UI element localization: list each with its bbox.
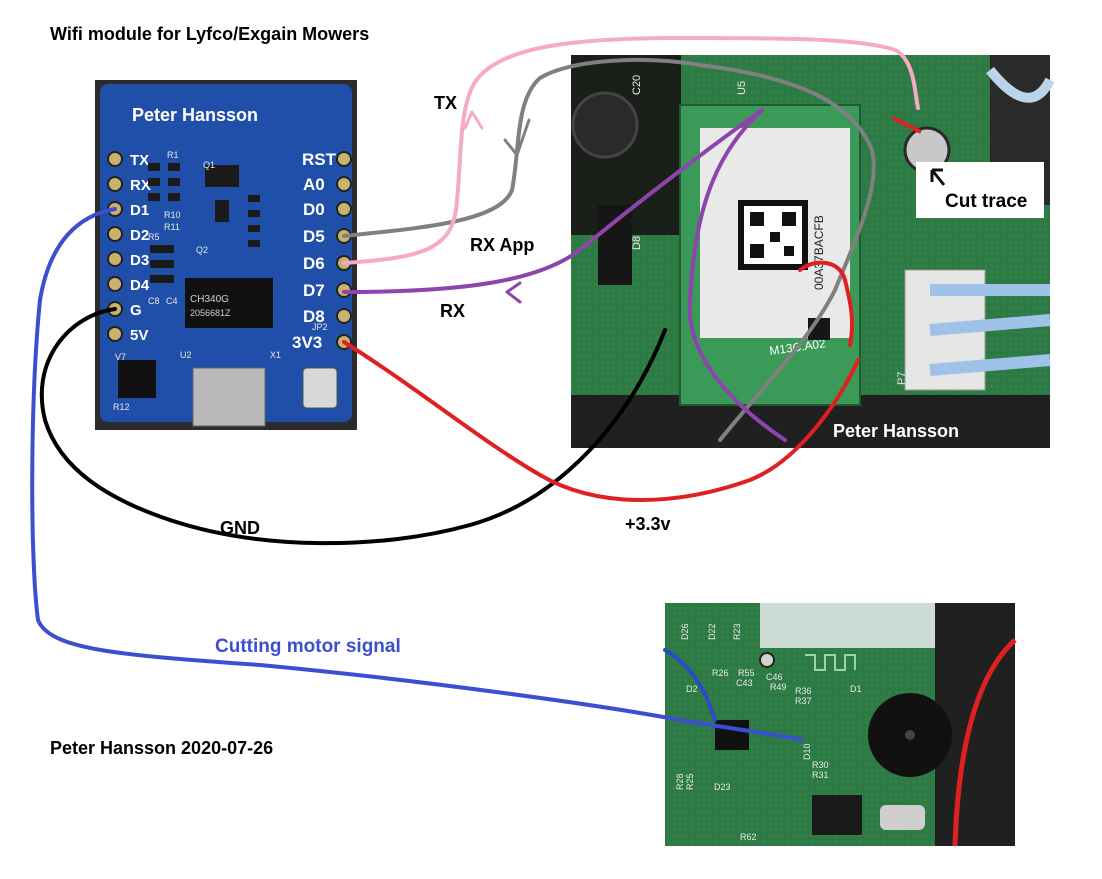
svg-text:R10: R10 [164,210,181,220]
svg-text:U2: U2 [180,350,192,360]
svg-text:U5: U5 [736,81,748,95]
motor-silkscreen: D26 D22 R23 R26 R55 C43 R49 C46 R36 R37 … [675,623,862,842]
svg-text:D2: D2 [686,684,698,694]
svg-text:R11: R11 [164,222,180,232]
svg-text:R26: R26 [712,668,729,678]
power-label: +3.3v [625,514,671,534]
mower-qr-code [738,200,808,270]
wire-labels: TX RX App RX GND +3.3v [220,93,671,538]
rx-wire [342,57,876,442]
svg-text:D10: D10 [802,743,812,760]
svg-text:D8: D8 [631,236,643,250]
gnd-label: GND [220,518,260,538]
svg-text:D26: D26 [680,623,690,640]
svg-text:5V: 5V [130,327,148,344]
cut-trace-label: Cut trace [945,191,1027,212]
svg-text:C46: C46 [766,672,783,682]
rx-app-wire [342,108,764,294]
mower-board-photo: 00A37BACFB M13C.A02 C20 U5 D8 P7 Peter H… [571,55,1055,448]
svg-text:D1: D1 [850,684,862,694]
svg-text:D3: D3 [130,252,149,269]
svg-text:D22: D22 [707,623,717,640]
footer-credit: Peter Hansson 2020-07-26 [50,738,274,758]
svg-text:X1: X1 [270,350,281,360]
usb-serial-chip [185,278,273,328]
chip-subtext: 2056681Z [190,308,231,318]
wires [30,36,920,742]
svg-text:R25: R25 [685,773,695,790]
svg-text:R28: R28 [675,773,685,790]
svg-text:D8: D8 [303,307,325,326]
svg-text:Q1: Q1 [203,160,215,170]
svg-text:R31: R31 [812,770,829,780]
cut-trace-mark [892,116,922,134]
svg-text:D4: D4 [130,277,150,294]
wifi-module-board: Peter Hansson TX RX D1 D2 D3 D4 G 5V [95,80,357,430]
svg-text:C4: C4 [166,296,178,306]
svg-text:D2: D2 [130,227,149,244]
svg-text:R1: R1 [167,150,179,160]
module-author-text: Peter Hansson [132,105,258,125]
svg-text:R62: R62 [740,832,757,842]
svg-text:C8: C8 [148,296,160,306]
module-silkscreen: R1 R10 R11 R5 Q1 Q2 C8 C4 V7 X1 U2 R12 J… [113,150,328,412]
svg-text:D7: D7 [303,281,325,300]
module-components [148,163,260,283]
svg-text:R23: R23 [732,623,742,640]
svg-text:R36: R36 [795,686,812,696]
svg-text:D0: D0 [303,200,325,219]
mower-qr-text: 00A37BACFB [812,215,826,290]
svg-text:R5: R5 [148,232,160,242]
svg-text:D23: D23 [714,782,731,792]
svg-text:R37: R37 [795,696,812,706]
tx-wire [342,36,920,265]
svg-text:R30: R30 [812,760,829,770]
svg-text:D1: D1 [130,202,149,219]
micro-usb-port [192,367,266,427]
svg-text:G: G [130,302,142,319]
signal-wire [30,207,804,742]
right-pin-labels: RST A0 D0 D5 D6 D7 D8 3V3 [292,150,337,352]
tx-label: TX [434,93,457,113]
svg-text:P7: P7 [896,372,908,385]
mower-author-text: Peter Hansson [833,421,959,441]
chip-text: CH340G [190,294,229,305]
page-title: Wifi module for Lyfco/Exgain Mowers [50,24,370,44]
svg-text:A0: A0 [303,175,325,194]
gnd-wire [39,307,667,546]
svg-text:D5: D5 [303,227,325,246]
motor-board-photo: D26 D22 R23 R26 R55 C43 R49 C46 R36 R37 … [665,603,1017,847]
svg-text:C43: C43 [736,678,753,688]
power-wire [342,340,860,502]
svg-text:R49: R49 [770,682,787,692]
svg-text:RX: RX [130,177,151,194]
svg-text:R55: R55 [738,668,755,678]
mower-silkscreen: C20 U5 D8 P7 [631,75,908,385]
svg-text:RST: RST [302,150,337,169]
svg-text:Q2: Q2 [196,245,208,255]
rx-app-label: RX App [470,235,534,255]
left-pin-labels: TX RX D1 D2 D3 D4 G 5V [130,152,151,344]
module-pcb [100,84,352,422]
svg-text:R12: R12 [113,402,130,412]
svg-text:JP2: JP2 [312,322,328,332]
svg-text:V7: V7 [115,352,126,362]
reset-button [302,367,338,409]
svg-text:3V3: 3V3 [292,333,322,352]
motor-signal-label: Cutting motor signal [215,636,401,657]
mower-component-d8 [598,205,632,285]
rx-label: RX [440,301,465,321]
svg-text:D6: D6 [303,254,325,273]
svg-text:TX: TX [130,152,149,169]
svg-text:C20: C20 [631,75,643,95]
